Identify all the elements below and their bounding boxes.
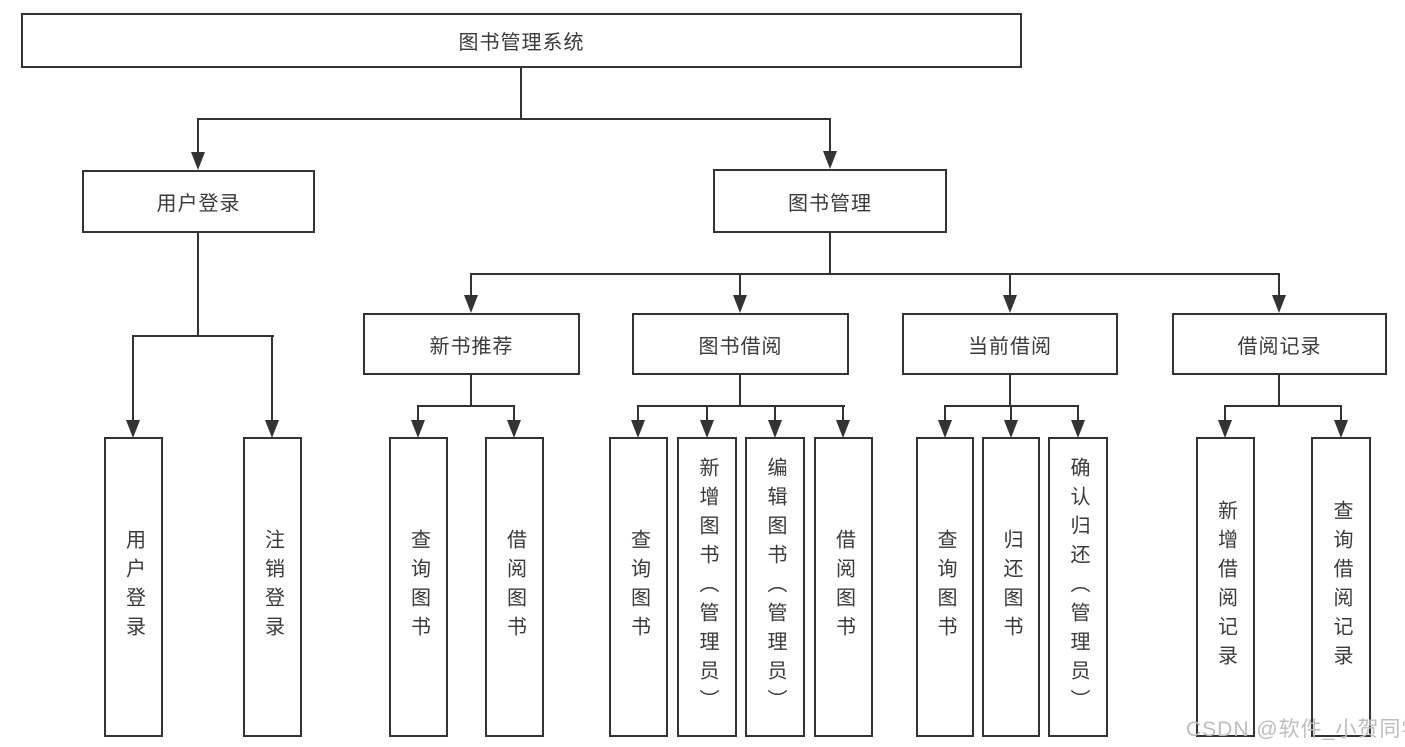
node-label: 注销登录 [261,529,284,645]
connector-level3-rail [470,273,1280,275]
node-query-books-2: 查询图书 [609,437,668,737]
node-add-borrow-record: 新增借阅记录 [1196,437,1255,737]
connector-current-borrow-stem [1009,375,1011,405]
connector-drop-borrow-records [1278,273,1280,295]
connector-drop-new-book [470,273,472,295]
arrow-borrow-books-2 [836,420,850,438]
connector-drop-book-management [829,118,831,151]
connector-user-login-rail [132,335,274,337]
connector-book-borrow-stem [739,375,741,405]
node-label: 归还图书 [1000,529,1022,645]
node-query-borrow-record: 查询借阅记录 [1311,437,1371,737]
node-label: 借阅图书 [832,529,855,645]
connector-drop-book-borrow [739,273,741,295]
node-label: 图书管理 [788,192,872,215]
node-current-borrow: 当前借阅 [902,313,1118,375]
node-borrow-records: 借阅记录 [1172,313,1387,375]
connector-user-login-stem [197,233,199,335]
node-label: 借阅记录 [1237,335,1322,358]
node-label: 编辑图书（管理员） [764,456,786,718]
arrow-edit-book [768,420,782,438]
connector-drop [944,405,946,420]
arrow-borrow-books-1 [507,420,521,438]
arrow-return-book [1004,420,1018,438]
connector-drop [774,405,776,420]
connector-drop [842,405,844,420]
arrow-query-borrow-record [1334,420,1348,438]
node-user-login-leaf: 用户登录 [104,437,163,737]
connector-book-management-stem [829,233,831,273]
node-borrow-books-1: 借阅图书 [485,437,544,737]
arrow-add-book [700,420,714,438]
node-label: 图书借阅 [698,335,783,358]
arrow-query-books-1 [411,420,425,438]
node-add-book-admin: 新增图书（管理员） [677,437,737,737]
arrow-book-management [823,151,837,169]
arrow-login-leaf [126,420,140,438]
connector-drop-logout-leaf [271,335,273,420]
node-label: 用户登录 [156,193,241,215]
node-label: 查询图书 [934,529,956,645]
node-return-book: 归还图书 [982,437,1040,737]
connector-drop-user-login [197,118,199,152]
node-edit-book-admin: 编辑图书（管理员） [745,437,805,737]
connector-drop [513,405,515,420]
connector-drop [1010,405,1012,420]
connector-level2-rail [197,118,831,120]
arrow-logout-leaf [265,420,279,438]
node-label: 借阅图书 [503,529,526,645]
node-logout-leaf: 注销登录 [243,437,302,737]
connector-drop [1340,405,1342,420]
connector-drop [706,405,708,420]
arrow-add-borrow-record [1218,420,1232,438]
node-label: 新增借阅记录 [1214,500,1237,674]
arrow-user-login [191,152,205,170]
arrow-new-book [464,295,478,313]
connector-drop-login-leaf [132,335,134,420]
connector-drop [637,405,639,420]
node-query-books-3: 查询图书 [916,437,974,737]
node-user-login: 用户登录 [82,170,315,233]
node-confirm-return-admin: 确认归还（管理员） [1048,437,1108,737]
connector-drop [1224,405,1226,420]
csdn-watermark: CSDN @软件_小贺同学 [1186,718,1405,741]
node-label: 查询借阅记录 [1330,500,1352,674]
node-label: 确认归还（管理员） [1067,456,1089,718]
arrow-current-borrow [1003,295,1017,313]
arrow-confirm-return [1071,420,1085,438]
node-label: 新增图书（管理员） [696,456,718,718]
connector-borrow-records-rail [1224,405,1342,407]
arrow-query-books-2 [631,420,645,438]
node-label: 图书管理系统 [458,32,585,54]
arrow-borrow-records [1272,295,1286,313]
node-label: 查询图书 [407,529,430,645]
node-new-book-recommend: 新书推荐 [363,313,580,375]
connector-borrow-records-stem [1278,375,1280,405]
node-borrow-books-2: 借阅图书 [814,437,873,737]
connector-book-borrow-rail [637,405,845,407]
node-label: 当前借阅 [968,335,1052,358]
connector-root-stem [520,68,522,118]
node-label: 用户登录 [122,529,145,645]
node-root: 图书管理系统 [21,13,1022,68]
node-label: 查询图书 [627,529,650,645]
arrow-query-books-3 [938,420,952,438]
node-book-borrow: 图书借阅 [632,313,849,375]
connector-drop-current-borrow [1009,273,1011,295]
connector-new-book-stem [470,375,472,405]
connector-drop [1077,405,1079,420]
connector-new-book-rail [417,405,515,407]
node-book-management: 图书管理 [713,169,947,233]
connector-drop [417,405,419,420]
arrow-book-borrow [733,295,747,313]
node-query-books-1: 查询图书 [389,437,448,737]
node-label: 新书推荐 [429,335,514,358]
